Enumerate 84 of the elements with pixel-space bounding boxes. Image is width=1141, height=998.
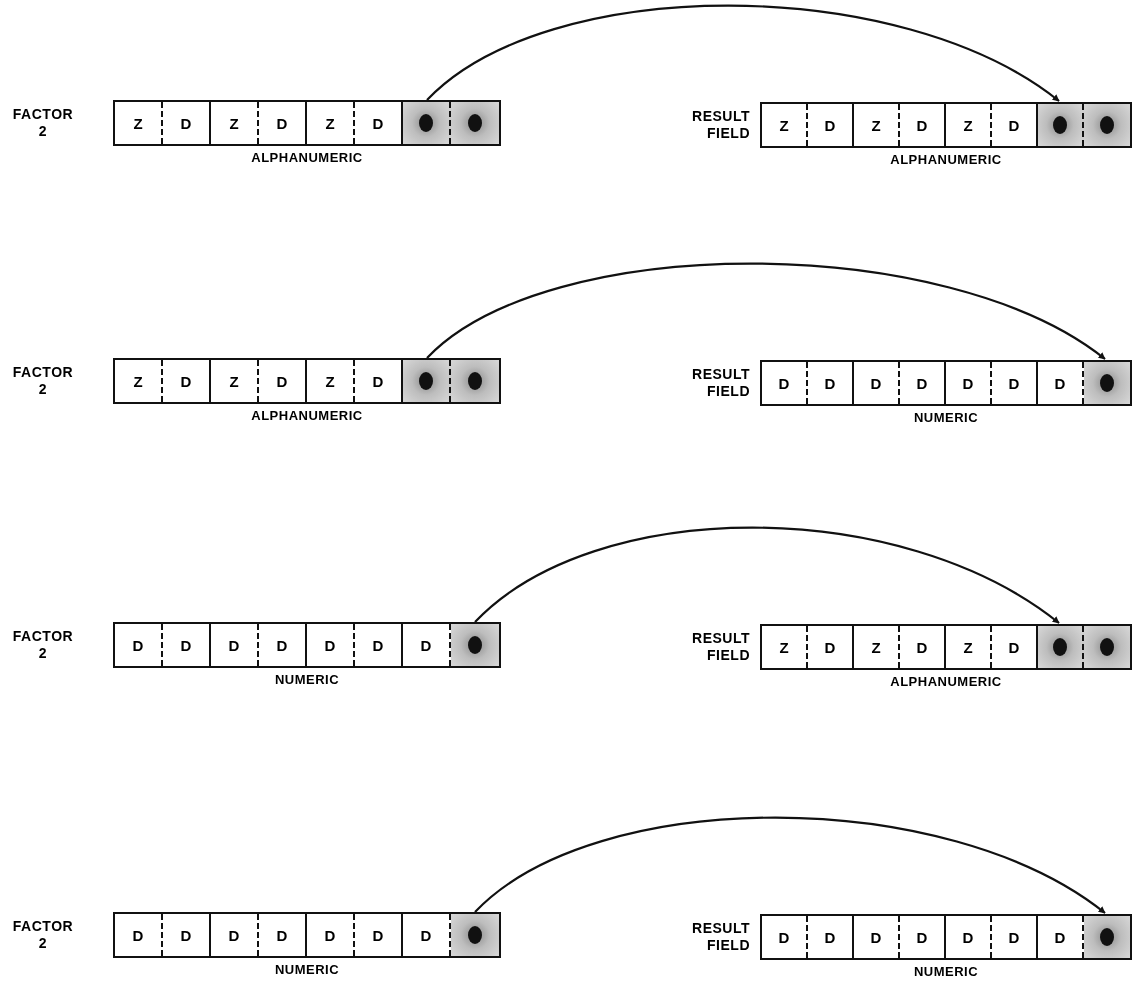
field-type-caption: ALPHANUMERIC <box>890 152 1002 167</box>
cell-letter: D <box>180 636 192 654</box>
cell-letter: D <box>372 114 384 132</box>
cell-letter: Z <box>325 372 335 390</box>
cell-letter: D <box>372 372 384 390</box>
cell-letter: D <box>324 636 336 654</box>
field-label: FACTOR 2 <box>11 918 75 952</box>
cell-letter: D <box>1054 928 1066 946</box>
field-label: RESULT FIELD <box>691 366 750 400</box>
shaded-cell <box>451 914 499 956</box>
cell-letter: Z <box>229 372 239 390</box>
arrow <box>426 4 1060 102</box>
field-type-caption: ALPHANUMERIC <box>251 408 363 423</box>
cell-letter: D <box>180 926 192 944</box>
cell-letter: D <box>916 928 928 946</box>
cell-letter: D <box>824 638 836 656</box>
field-type-caption: NUMERIC <box>913 964 979 979</box>
cell-letter: D <box>132 926 144 944</box>
field-type-caption: ALPHANUMERIC <box>890 674 1002 689</box>
cell-letter: D <box>324 926 336 944</box>
cell-letter: D <box>1054 374 1066 392</box>
cell-letter: D <box>916 116 928 134</box>
shaded-cell <box>451 624 499 666</box>
cell-letter: D <box>916 638 928 656</box>
field-type-caption: NUMERIC <box>274 962 340 977</box>
field-label: RESULT FIELD <box>691 630 750 664</box>
field-label: RESULT FIELD <box>691 920 750 954</box>
cell-letter: D <box>420 926 432 944</box>
shaded-cell <box>1084 626 1130 668</box>
cell-letter: D <box>824 374 836 392</box>
cell-letter: Z <box>229 114 239 132</box>
cell-letter: Z <box>963 638 973 656</box>
cell-letter: Z <box>133 372 143 390</box>
cell-letter: D <box>180 372 192 390</box>
cell-letter: D <box>1008 116 1020 134</box>
cell-letter: Z <box>871 116 881 134</box>
cell-letter: D <box>824 116 836 134</box>
cell-letter: D <box>916 374 928 392</box>
field-type-caption: NUMERIC <box>274 672 340 687</box>
arrow <box>426 262 1106 360</box>
cell-letter: D <box>824 928 836 946</box>
cell-letter: D <box>420 636 432 654</box>
shaded-cell <box>1084 362 1130 404</box>
cell-letter: Z <box>325 114 335 132</box>
cell-letter: D <box>276 636 288 654</box>
cell-letter: D <box>180 114 192 132</box>
field-type-caption: ALPHANUMERIC <box>251 150 363 165</box>
cell-letter: D <box>962 928 974 946</box>
cell-letter: Z <box>779 638 789 656</box>
cell-letter: Z <box>963 116 973 134</box>
cell-letter: D <box>276 372 288 390</box>
shaded-cell <box>1084 104 1130 146</box>
cell-letter: D <box>132 636 144 654</box>
field-label: FACTOR 2 <box>11 628 75 662</box>
shaded-cell <box>403 360 451 402</box>
cell-letter: Z <box>871 638 881 656</box>
shaded-cell <box>1084 916 1130 958</box>
shaded-cell <box>451 360 499 402</box>
field-label: FACTOR 2 <box>11 364 75 398</box>
arrow <box>474 816 1106 914</box>
cell-letter: D <box>778 928 790 946</box>
shaded-cell <box>1038 626 1084 668</box>
field-type-caption: NUMERIC <box>913 410 979 425</box>
cell-letter: D <box>962 374 974 392</box>
cell-letter: D <box>870 374 882 392</box>
cell-letter: Z <box>779 116 789 134</box>
cell-letter: D <box>228 636 240 654</box>
arrow <box>474 526 1060 624</box>
field-label: FACTOR 2 <box>11 106 75 140</box>
cell-letter: D <box>372 926 384 944</box>
cell-letter: D <box>276 114 288 132</box>
cell-letter: D <box>1008 638 1020 656</box>
shaded-cell <box>1038 104 1084 146</box>
cell-letter: D <box>372 636 384 654</box>
field-label: RESULT FIELD <box>691 108 750 142</box>
cell-letter: D <box>276 926 288 944</box>
cell-letter: Z <box>133 114 143 132</box>
cell-letter: D <box>1008 374 1020 392</box>
shaded-cell <box>403 102 451 144</box>
shaded-cell <box>451 102 499 144</box>
cell-letter: D <box>870 928 882 946</box>
cell-letter: D <box>778 374 790 392</box>
cell-letter: D <box>1008 928 1020 946</box>
cell-letter: D <box>228 926 240 944</box>
